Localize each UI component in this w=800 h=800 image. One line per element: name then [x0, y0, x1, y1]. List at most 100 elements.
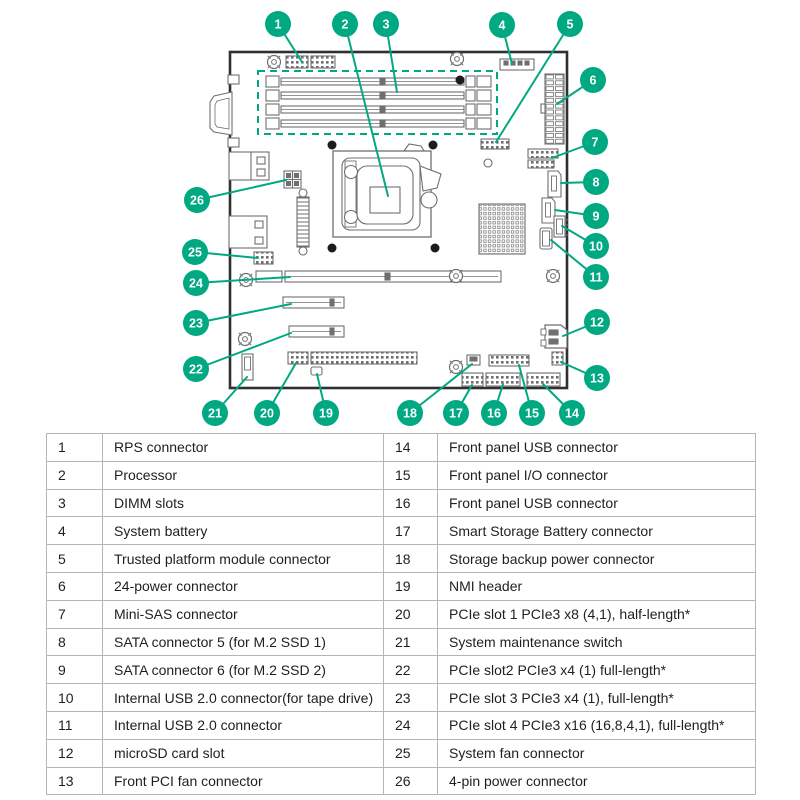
callout-circle	[583, 233, 609, 259]
callout-number: 13	[590, 372, 604, 386]
callout-circle	[183, 270, 209, 296]
callout-number: 14	[565, 407, 579, 421]
io-tab	[227, 74, 240, 85]
legend-label: PCIe slot 1 PCIe3 x8 (4,1), half-length*	[438, 600, 756, 629]
legend-number: 19	[384, 572, 438, 601]
pcie-slot-4-x16	[255, 270, 502, 283]
callout-circle	[519, 400, 545, 426]
legend-number: 10	[47, 684, 103, 712]
callout-circle	[254, 400, 280, 426]
callout-4: 4	[489, 12, 515, 65]
callout-circle	[559, 400, 585, 426]
callout-25: 25	[182, 239, 259, 265]
callout-20: 20	[254, 362, 297, 426]
callout-number: 7	[592, 136, 599, 150]
legend-label: RPS connector	[103, 434, 384, 462]
callout-circle	[583, 264, 609, 290]
motherboard-diagram: 1234567891011121314151617181920212223242…	[182, 11, 610, 426]
legend-label: microSD card slot	[103, 739, 384, 768]
callout-number: 23	[189, 317, 203, 331]
callout-circle	[265, 11, 291, 37]
legend-number: 6	[47, 572, 103, 601]
legend-label: Trusted platform module connector	[103, 545, 384, 573]
callout-number: 2	[342, 18, 349, 32]
legend-label: Front panel USB connector	[438, 434, 756, 462]
legend-label: Front panel USB connector	[438, 489, 756, 518]
legend-number: 2	[47, 461, 103, 490]
screw-hole	[448, 359, 464, 375]
mounting-hole	[430, 243, 440, 253]
legend-label: Smart Storage Battery connector	[438, 517, 756, 546]
legend-label: Mini-SAS connector	[103, 600, 384, 629]
storage-backup-power-connector	[466, 354, 481, 366]
legend-label: NMI header	[438, 572, 756, 601]
callout-circle	[584, 365, 610, 391]
legend-number: 16	[384, 489, 438, 518]
legend-number: 5	[47, 545, 103, 573]
microsd-card-slot	[540, 324, 568, 349]
callout-circle	[182, 239, 208, 265]
callout-number: 16	[487, 407, 501, 421]
callout-circle	[183, 310, 209, 336]
callout-7: 7	[551, 129, 608, 159]
legend-number: 11	[47, 711, 103, 740]
pcie-slot-1	[287, 351, 418, 365]
front-panel-usb-connector-14	[526, 372, 561, 387]
callout-23: 23	[183, 303, 292, 336]
legend-label: Internal USB 2.0 connector	[103, 711, 384, 740]
legend-number: 14	[384, 434, 438, 462]
callout-leader-line	[195, 332, 292, 370]
callout-9: 9	[554, 203, 609, 229]
callout-6: 6	[556, 67, 606, 105]
callout-number: 10	[589, 240, 603, 254]
callout-leader-line	[196, 179, 287, 201]
legend-label: SATA connector 5 (for M.2 SSD 1)	[103, 628, 384, 657]
callout-circle	[583, 169, 609, 195]
io-block-upper	[228, 151, 270, 181]
legend-number: 12	[47, 739, 103, 768]
callout-circle	[184, 187, 210, 213]
screw-hole	[237, 331, 253, 347]
pin-header-strip	[296, 188, 310, 256]
legend-number: 1	[47, 434, 103, 462]
callout-19: 19	[313, 373, 339, 426]
mounting-hole	[327, 140, 337, 150]
legend-number: 20	[384, 600, 438, 629]
callout-number: 17	[449, 407, 463, 421]
legend-number: 18	[384, 545, 438, 573]
sata-connector-5	[547, 170, 562, 198]
vga-port	[209, 91, 233, 136]
callout-number: 12	[590, 316, 604, 330]
legend-label: DIMM slots	[103, 489, 384, 518]
callout-leader-line	[195, 276, 291, 284]
screw-hole	[448, 268, 464, 284]
callout-number: 11	[589, 271, 602, 285]
callout-leader-line	[195, 303, 292, 324]
callout-22: 22	[183, 332, 292, 382]
callout-number: 9	[593, 210, 600, 224]
legend-label: Front panel I/O connector	[438, 461, 756, 490]
callout-number: 15	[525, 407, 539, 421]
callout-circle	[582, 129, 608, 155]
screw-hole	[266, 54, 282, 70]
callout-circle	[443, 400, 469, 426]
callout-circle	[583, 203, 609, 229]
legend-number: 8	[47, 628, 103, 657]
legend-label: System battery	[103, 517, 384, 546]
legend-label: System fan connector	[438, 739, 756, 768]
io-tab	[227, 137, 240, 148]
callout-number: 3	[383, 18, 390, 32]
legend-label: Internal USB 2.0 connector(for tape driv…	[103, 684, 384, 712]
callout-number: 6	[590, 74, 597, 88]
legend-label: PCIe slot 4 PCIe3 x16 (16,8,4,1), full-l…	[438, 711, 756, 740]
front-panel-io-connector	[488, 354, 530, 367]
mounting-hole	[428, 140, 438, 150]
sata-connector-6	[541, 197, 556, 224]
legend-number: 4	[47, 517, 103, 546]
callout-13: 13	[560, 361, 610, 391]
callout-leader-line	[409, 363, 473, 414]
callout-number: 21	[208, 407, 222, 421]
chipset-heatsink	[478, 203, 526, 255]
legend-number: 3	[47, 489, 103, 518]
